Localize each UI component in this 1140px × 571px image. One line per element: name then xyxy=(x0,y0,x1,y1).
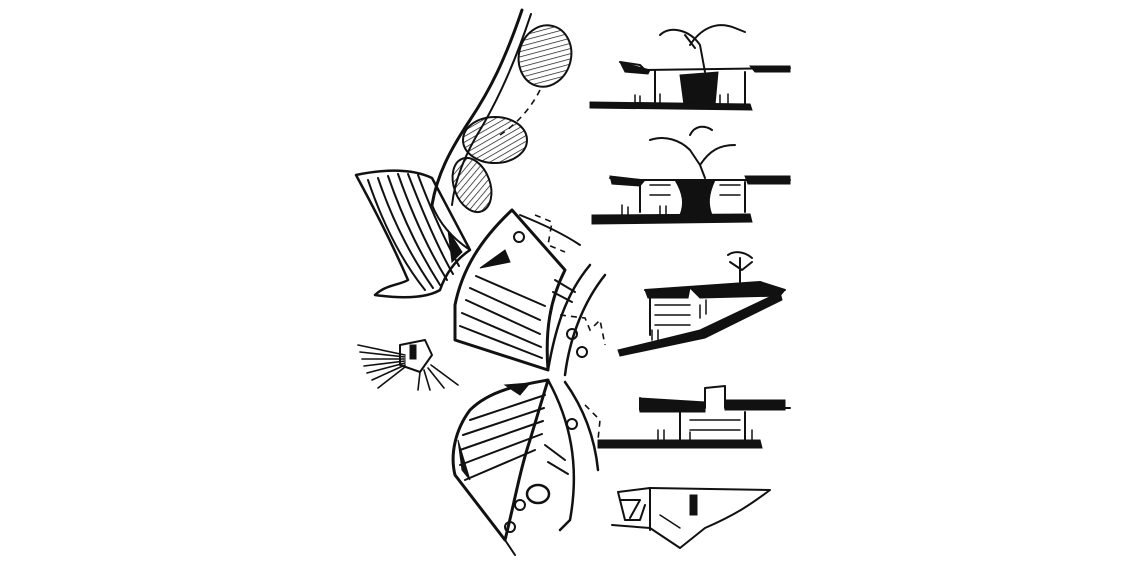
middle-amphitheatre-upper xyxy=(453,208,607,377)
section-5 xyxy=(611,487,771,549)
planting-oval-2 xyxy=(462,116,528,164)
planting-oval-3 xyxy=(451,156,493,214)
planting-oval-1 xyxy=(517,24,573,88)
site-plan xyxy=(354,8,607,556)
section-4 xyxy=(597,385,791,449)
section-1 xyxy=(589,24,791,111)
upper-amphitheatre xyxy=(354,169,472,299)
middle-amphitheatre-lower xyxy=(451,378,601,556)
section-3 xyxy=(617,251,786,357)
small-fan-diagram xyxy=(357,339,459,391)
section-2 xyxy=(591,125,791,225)
sections-column xyxy=(589,24,791,549)
